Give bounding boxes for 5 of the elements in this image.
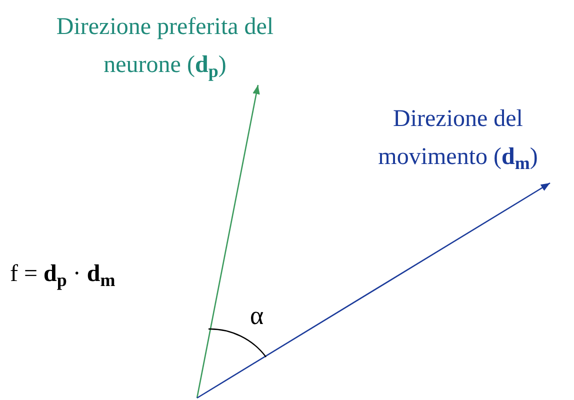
direction-label: Direzione del movimento (d$_{m}$) [378,106,538,170]
angle-label: α [250,300,264,332]
arrow [196,182,550,399]
arrow [196,84,260,398]
formula-text: f = d$_{p}$ · d$_{m}$ [10,260,116,292]
